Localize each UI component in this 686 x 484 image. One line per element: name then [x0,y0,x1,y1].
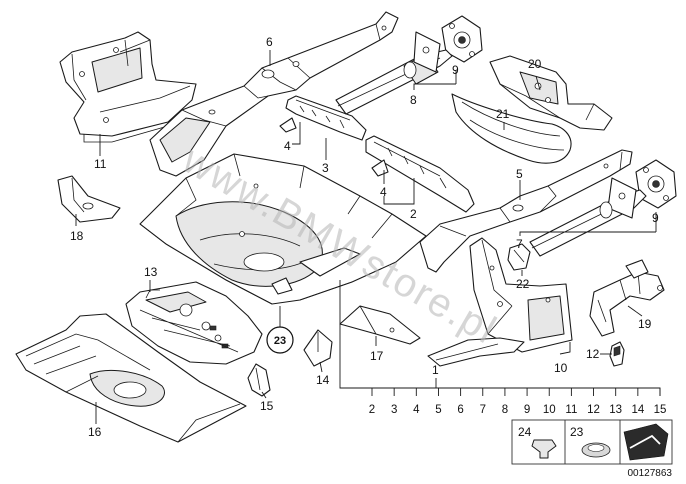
callout-4-lower: 4 [380,185,387,199]
callout-6: 6 [266,35,273,49]
callout-19: 19 [638,317,652,331]
scale-label-13: 13 [609,404,622,416]
callout-14: 14 [316,373,330,387]
part-5-side-member-right[interactable] [419,149,633,273]
part-9-jack-mount-upper[interactable] [441,15,483,63]
part-18-plate[interactable] [57,175,121,223]
part-12-clip[interactable] [609,341,625,367]
part-19-bracket[interactable] [589,259,665,337]
scale-label-14: 14 [631,404,644,416]
part-14-clip[interactable] [303,329,333,367]
part-21-wheel-arch[interactable] [451,93,572,164]
legend-item-23[interactable]: 23 [570,425,611,458]
part-10-side-panel[interactable] [469,237,573,353]
part-1-rear-section[interactable] [427,337,525,367]
trunk-floor-pan[interactable] [139,153,427,305]
part-16-floor-panel[interactable] [15,313,247,443]
part-2-reinforcement[interactable] [365,135,475,213]
callout-16: 16 [88,425,102,439]
callout-13: 13 [144,265,158,279]
diagram-reference-number: 00127863 [628,468,673,479]
callout-9-upper: 9 [452,63,459,77]
scale-label-6: 6 [457,404,463,416]
callout-15: 15 [260,399,274,413]
part-3-reinforcement[interactable] [279,95,367,141]
part-8-longitudinal-member-upper[interactable] [335,31,453,115]
part-15-clip[interactable] [247,363,271,397]
scale-label-2: 2 [369,404,375,416]
grommet-icon [531,439,557,459]
callout-18: 18 [70,229,84,243]
callout-17: 17 [370,349,384,363]
scale-label-9: 9 [524,404,530,416]
legend-arrow [623,423,669,461]
scale-label-7: 7 [480,404,486,416]
callout-2: 2 [410,207,417,221]
part-9-jack-mount-lower[interactable] [635,159,677,209]
parts-scale-row: 2 3 4 5 6 7 8 9 10 11 12 13 14 15 [369,388,667,416]
scale-label-11: 11 [565,404,577,416]
legend-label-23: 23 [570,425,584,439]
part-23-circle-callout[interactable]: 23 [266,326,294,354]
callout-1: 1 [432,363,439,377]
callout-23: 23 [274,335,286,347]
scale-label-3: 3 [391,404,397,416]
scale-label-8: 8 [502,404,508,416]
callout-7: 7 [516,237,523,251]
legend-item-24[interactable]: 24 [518,425,557,459]
scale-label-5: 5 [435,404,441,416]
callout-22: 22 [516,277,530,291]
part-17-bracket[interactable] [339,305,421,345]
callout-5: 5 [516,167,523,181]
callout-4-upper: 4 [284,139,291,153]
part-7-longitudinal-member-lower[interactable] [529,177,647,257]
part-6-side-member-left[interactable] [149,11,399,177]
callout-labels: 11 6 4 3 4 2 9 8 20 21 5 9 7 22 19 12 10… [70,35,659,439]
legend-label-24: 24 [518,425,532,439]
part-13-floor-plate[interactable] [125,281,263,365]
part-11-rear-panel[interactable] [59,31,197,143]
callout-8: 8 [410,93,417,107]
scale-label-4: 4 [413,404,420,416]
legend-box: 24 23 [511,419,673,465]
arrow-icon [623,423,669,461]
callout-20: 20 [528,57,542,71]
scale-label-15: 15 [654,404,667,416]
scale-label-12: 12 [587,404,600,416]
callout-10: 10 [554,361,568,375]
callout-11: 11 [94,157,107,171]
callout-9-lower: 9 [652,211,659,225]
callout-21: 21 [496,107,510,121]
scale-label-10: 10 [543,404,556,416]
callout-12: 12 [586,347,600,361]
part-22-clip[interactable] [507,243,531,271]
callout-3: 3 [322,161,329,175]
